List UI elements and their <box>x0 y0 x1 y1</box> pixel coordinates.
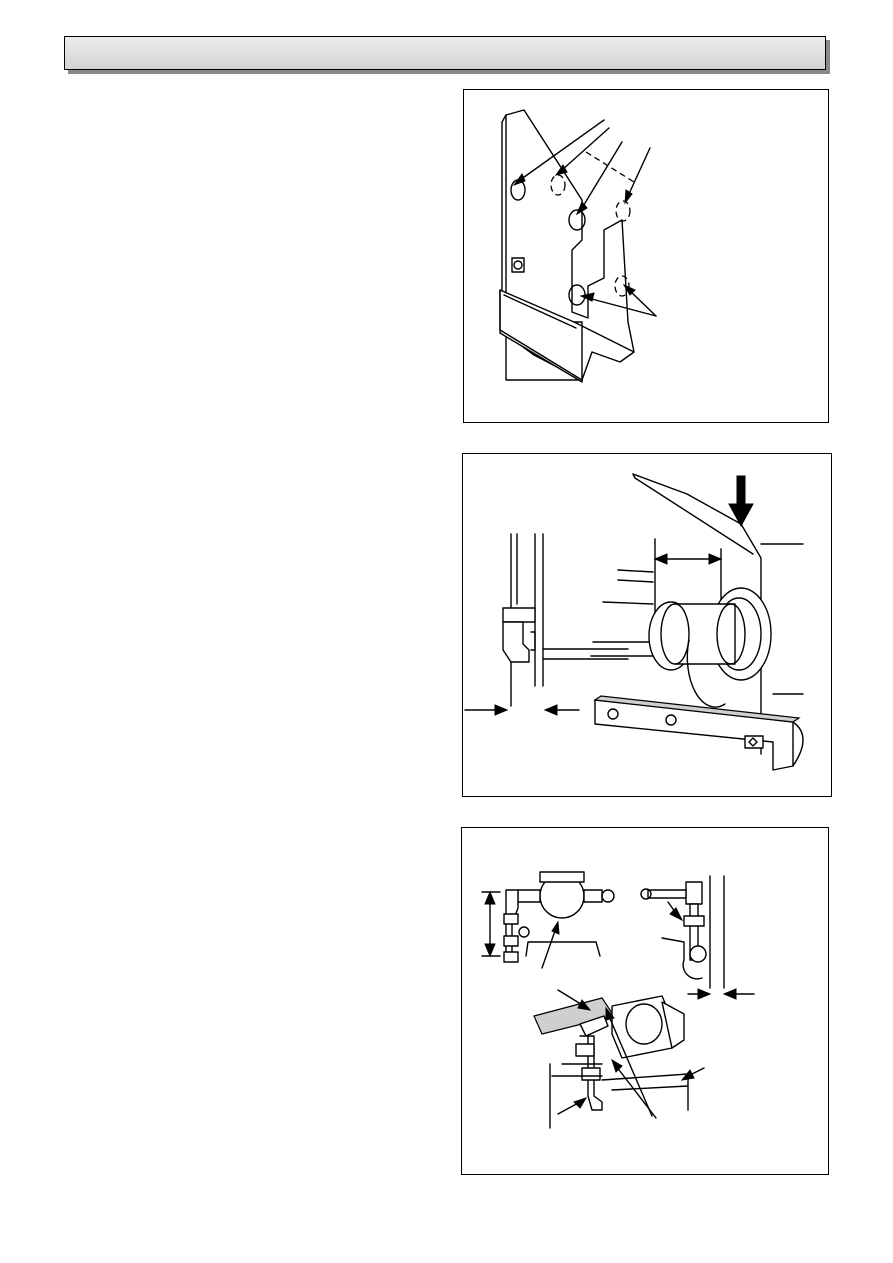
figure-pump-and-valve-connections <box>461 827 829 1175</box>
fixing-holes-diagram <box>499 109 657 383</box>
flue-clearance-diagram <box>464 473 804 771</box>
section-header-bar <box>64 36 826 70</box>
pump-connections-diagram <box>481 871 755 1129</box>
figure-flue-and-pipe-clearance <box>462 453 832 797</box>
figure-wall-bracket-holes <box>463 89 829 423</box>
